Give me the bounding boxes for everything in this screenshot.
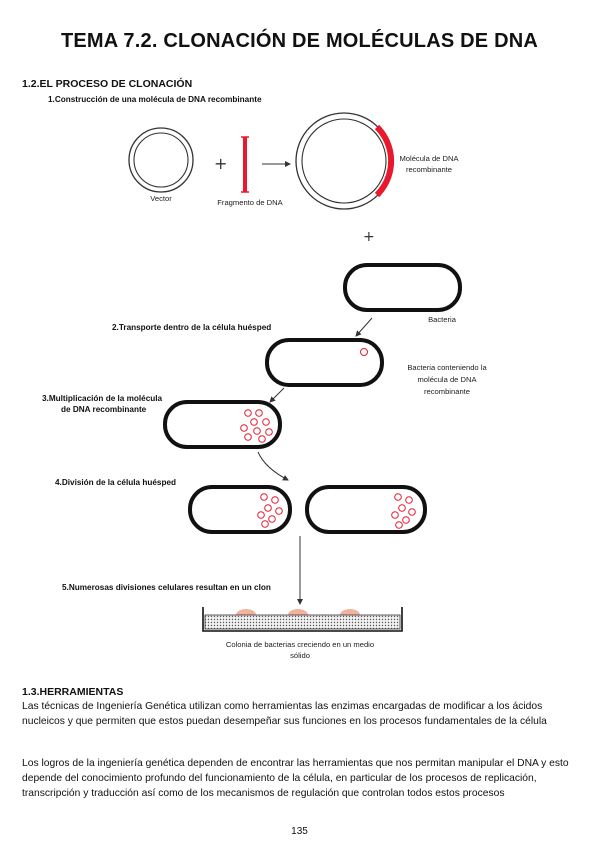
- vector-plasmid-icon: [128, 127, 194, 193]
- fragment-caption: Fragmento de DNA: [217, 198, 283, 207]
- bacteria-containing-caption-line2: molécula de DNA: [417, 375, 477, 384]
- dna-fragment-icon: [241, 136, 249, 193]
- step-1-label: 1.Construcción de una molécula de DNA re…: [48, 95, 262, 104]
- arrow-to-host-cell: [355, 317, 373, 337]
- divided-cell-right-icon: [305, 485, 427, 534]
- plus-sign-1: +: [214, 154, 227, 173]
- step-3-label-line2: de DNA recombinante: [61, 405, 147, 414]
- recombinant-caption-line1: Molécula de DNA: [399, 154, 459, 163]
- tools-paragraph-2: Los logros de la ingeniería genética dep…: [22, 758, 569, 799]
- recombinant-caption-line2: recombinante: [405, 165, 452, 174]
- bacteria-containing-caption-line1: Bacteria conteniendo la: [407, 363, 487, 372]
- bacteria-multiplying-icon: [163, 400, 282, 449]
- section-heading-tools: 1.3.HERRAMIENTAS: [22, 686, 124, 698]
- step-3-label-line1: 3.Multiplicación de la molécula: [42, 394, 163, 403]
- petri-dish-icon: [202, 607, 403, 632]
- arrow-to-division: [257, 451, 289, 481]
- bacteria-containing-caption-line3: recombinante: [423, 387, 470, 396]
- step-4-label: 4.División de la célula huésped: [55, 478, 177, 487]
- page-number: 135: [291, 826, 308, 837]
- step-5-label: 5.Numerosas divisiones celulares resulta…: [62, 583, 271, 592]
- bacteria-with-plasmid-icon: [265, 338, 384, 387]
- step-2-label: 2.Transporte dentro de la célula huésped: [112, 323, 272, 332]
- colony-caption-line1: Colonia de bacterias creciendo en un med…: [225, 640, 375, 649]
- page-title: TEMA 7.2. CLONACIÓN DE MOLÉCULAS DE DNA: [60, 30, 539, 52]
- vector-caption: Vector: [150, 194, 172, 203]
- plus-sign-2: +: [363, 229, 375, 245]
- colony-caption-line2: sólido: [290, 651, 310, 660]
- section-heading-cloning-process: 1.2.EL PROCESO DE CLONACIÓN: [22, 78, 193, 90]
- arrow-to-multiplication: [269, 387, 285, 403]
- bacteria-icon: [343, 263, 462, 312]
- bacteria-caption: Bacteria: [428, 315, 456, 324]
- cloning-diagram: + +: [128, 112, 462, 632]
- divided-cell-left-icon: [188, 485, 292, 534]
- recombinant-plasmid-icon: [295, 112, 395, 210]
- tools-paragraph-1: Las técnicas de Ingeniería Genética util…: [22, 701, 547, 727]
